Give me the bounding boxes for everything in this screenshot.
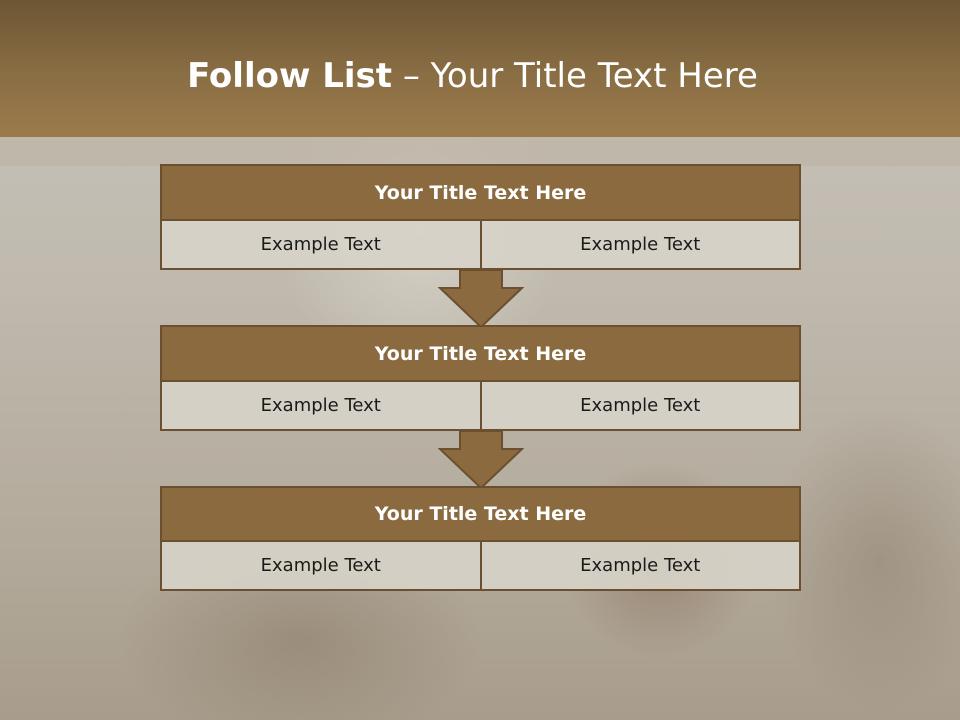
block-cell-right: Example Text [481,542,801,591]
block-row: Example Text Example Text [160,382,801,431]
block-cell-left: Example Text [160,382,482,431]
header-bar [0,0,960,137]
block-row: Example Text Example Text [160,221,801,270]
block-cell-right: Example Text [481,221,801,270]
title-rest: – Your Title Text Here [402,56,758,96]
block-cell-left: Example Text [160,542,482,591]
block-title: Your Title Text Here [160,486,801,542]
down-arrow-icon [438,270,524,328]
list-block-3: Your Title Text Here Example Text Exampl… [160,486,801,591]
block-title: Your Title Text Here [160,164,801,221]
header-band [0,137,960,166]
title-bold: Follow List [187,56,393,96]
down-arrow-icon [438,431,524,489]
list-block-1: Your Title Text Here Example Text Exampl… [160,164,801,270]
slide-title: Follow List – Your Title Text Here [0,54,945,98]
block-cell-right: Example Text [481,382,801,431]
block-title: Your Title Text Here [160,325,801,382]
block-cell-left: Example Text [160,221,482,270]
list-block-2: Your Title Text Here Example Text Exampl… [160,325,801,431]
block-row: Example Text Example Text [160,542,801,591]
